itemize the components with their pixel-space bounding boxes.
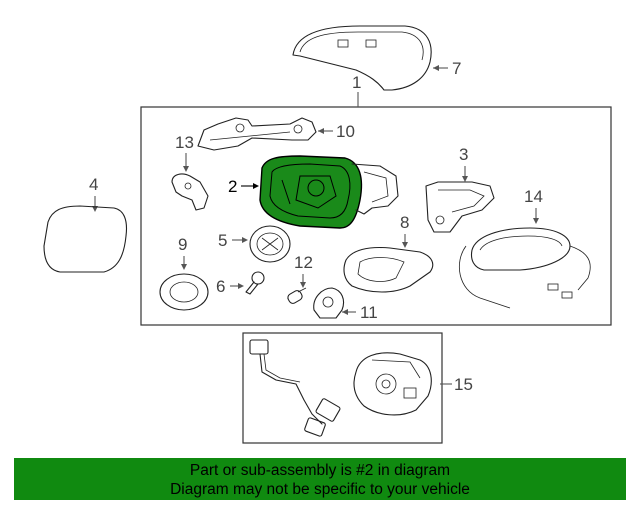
callout-4: 4 [89, 175, 98, 194]
callout-11: 11 [360, 303, 378, 322]
assembly-box [140, 106, 612, 326]
callout-3: 3 [459, 145, 468, 164]
cap-part-9[interactable] [159, 273, 209, 311]
screw-part-6[interactable] [245, 271, 265, 295]
socket-part-11[interactable] [313, 287, 345, 319]
bracket-part-10[interactable] [197, 117, 317, 151]
callout-12: 12 [294, 253, 313, 272]
callout-14: 14 [524, 187, 543, 206]
parts-diagram: 7 1 10 13 2 3 4 [43, 25, 612, 444]
puddle-lamp-part-8[interactable] [343, 246, 434, 293]
harness-part-15[interactable] [249, 339, 341, 437]
info-line-2: Diagram may not be specific to your vehi… [170, 481, 470, 498]
wiring-box [242, 332, 443, 444]
callout-6: 6 [216, 277, 225, 296]
callout-9: 9 [178, 235, 187, 254]
callout-7: 7 [452, 59, 461, 78]
callout-15: 15 [454, 375, 473, 394]
callout-10: 10 [336, 122, 355, 141]
lamp-part-14[interactable] [459, 227, 591, 309]
motor-part-15[interactable] [353, 352, 432, 416]
info-line-1: Part or sub-assembly is #2 in diagram [189, 462, 451, 479]
module-part-3[interactable] [425, 181, 495, 233]
callout-13: 13 [175, 133, 194, 152]
callout-1: 1 [352, 73, 361, 92]
info-banner: Part or sub-assembly is #2 in diagram Di… [14, 458, 626, 500]
mirror-cover-part-7[interactable] [292, 25, 432, 91]
callout-2: 2 [228, 177, 237, 196]
actuator-part-5[interactable] [249, 225, 291, 263]
bulb-part-12[interactable] [286, 287, 307, 305]
mirror-housing-part-2[interactable] [259, 155, 363, 229]
callout-8: 8 [400, 213, 409, 232]
mirror-glass-part-4[interactable] [43, 205, 128, 273]
callout-5: 5 [218, 231, 227, 250]
mirror-motor [351, 163, 399, 215]
clip-part-13[interactable] [171, 173, 209, 211]
